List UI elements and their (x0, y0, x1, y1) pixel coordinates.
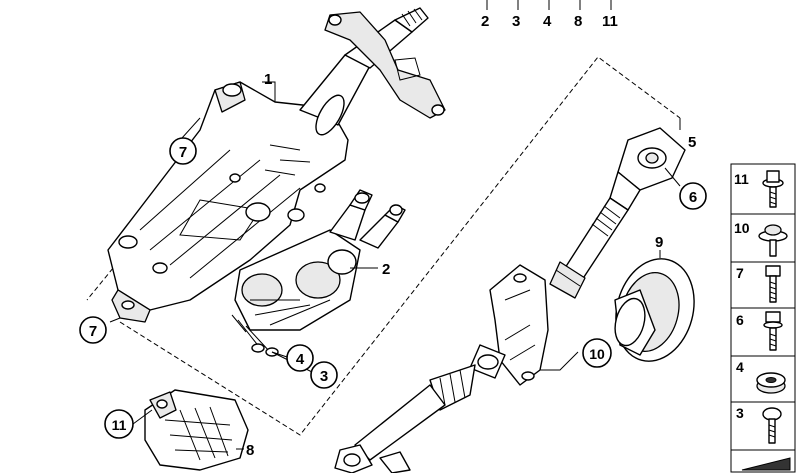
top-label-3: 3 (512, 13, 520, 30)
svg-text:7: 7 (736, 265, 744, 281)
panel-cell-11: 11 (730, 163, 796, 215)
callout-4: 4 (286, 344, 314, 372)
callout-3: 3 (310, 361, 338, 389)
callout-7-upper: 7 (169, 137, 197, 165)
svg-text:6: 6 (736, 312, 744, 328)
lower-bracket-plate (144, 389, 249, 471)
top-label-4: 4 (543, 13, 552, 30)
svg-text:11: 11 (734, 171, 749, 187)
top-label-strip: 2 3 4 8 11 (481, 0, 618, 30)
panel-cell-3: 3 (730, 401, 796, 451)
svg-text:3: 3 (736, 405, 744, 421)
callout-7-lower: 7 (79, 316, 107, 344)
rubber-boot (614, 258, 695, 362)
svg-text:7: 7 (179, 144, 187, 161)
hex-bolt-icon (765, 265, 781, 303)
steering-column-housing (107, 81, 349, 323)
panel-cell-4: 4 (730, 355, 796, 403)
callout-6: 6 (679, 182, 707, 210)
flange-bolt-icon (762, 170, 784, 208)
label-part-2: 2 (382, 261, 390, 278)
svg-text:4: 4 (296, 351, 305, 368)
rubber-bushing-icon (756, 372, 786, 394)
panel-cell-10: 10 (730, 213, 796, 263)
label-part-9: 9 (655, 234, 663, 251)
upper-steering-shaft (299, 7, 446, 136)
svg-text:6: 6 (689, 189, 697, 206)
adjuster-assembly (231, 189, 406, 357)
svg-text:11: 11 (112, 417, 127, 433)
svg-text:3: 3 (320, 368, 328, 385)
callout-11: 11 (104, 409, 134, 439)
top-label-2: 2 (481, 13, 489, 30)
wedge-shim-icon (741, 457, 791, 471)
svg-text:10: 10 (589, 346, 605, 362)
svg-text:7: 7 (89, 323, 97, 340)
label-part-8: 8 (246, 442, 254, 459)
label-part-5: 5 (688, 134, 696, 151)
pan-head-screw-icon (762, 407, 782, 444)
callout-10: 10 (582, 338, 612, 368)
svg-text:10: 10 (734, 220, 750, 236)
panel-cell-wedge (730, 449, 796, 473)
top-label-11: 11 (602, 13, 618, 30)
collar-bolt-icon (763, 311, 783, 351)
svg-text:4: 4 (736, 359, 744, 375)
upper-universal-joint (549, 127, 686, 299)
label-part-1: 1 (264, 71, 272, 88)
top-label-8: 8 (574, 13, 582, 30)
lower-steering-shaft (334, 264, 549, 473)
panel-cell-7: 7 (730, 261, 796, 309)
hardware-panel: 11 10 7 (730, 163, 796, 473)
panel-cell-6: 6 (730, 307, 796, 357)
washer-screw-icon (758, 224, 788, 257)
